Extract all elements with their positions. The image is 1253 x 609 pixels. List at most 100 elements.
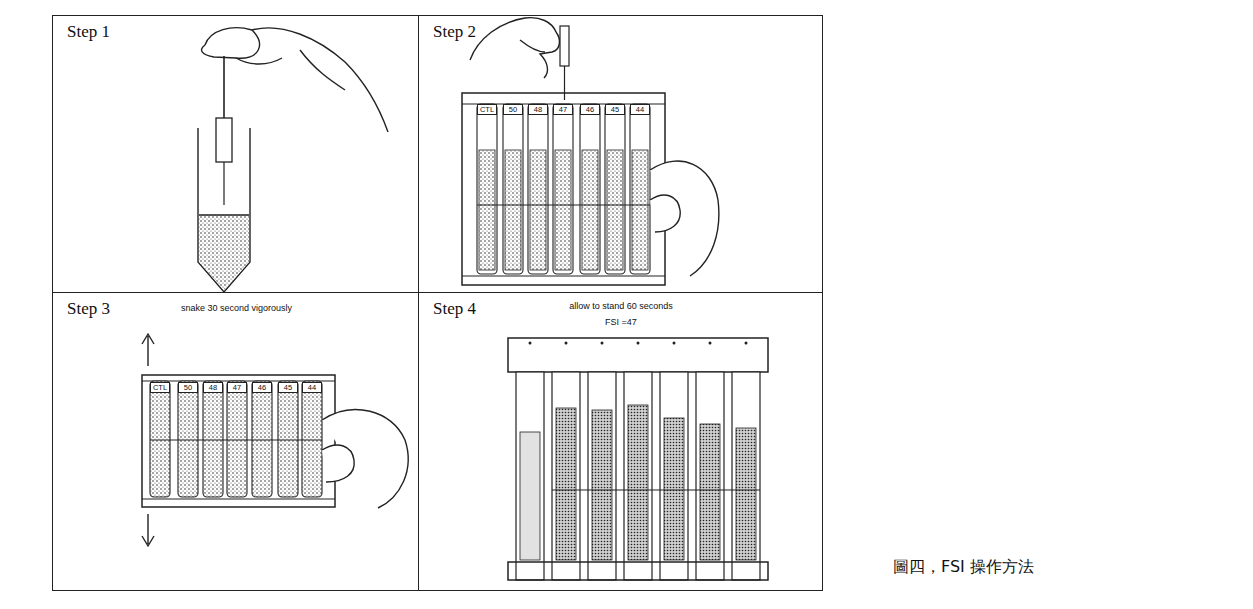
- rack-holes: [529, 342, 748, 345]
- tube: [553, 104, 573, 274]
- tube-label: 45: [605, 104, 625, 115]
- tube-label: 45: [278, 382, 298, 393]
- foam: [556, 408, 576, 560]
- step-note: FSI =47: [521, 317, 721, 327]
- tube-label: 48: [203, 382, 223, 393]
- tube: [630, 104, 650, 274]
- step-heading: Step 4: [433, 299, 476, 319]
- step-panel: Step 1: [52, 15, 419, 293]
- syringe-barrel: [216, 118, 232, 162]
- foam: [592, 410, 612, 560]
- hole: [745, 342, 748, 345]
- liquid-level: [150, 440, 322, 441]
- step-heading: Step 3: [67, 299, 110, 319]
- tube-label: 47: [227, 382, 247, 393]
- tube: [503, 104, 523, 274]
- tube: [227, 381, 247, 497]
- tube-label: 50: [178, 382, 198, 393]
- liquid: [607, 150, 623, 270]
- tube-label: 48: [528, 104, 548, 115]
- tube: [528, 104, 548, 274]
- tube-liquid: [479, 150, 648, 270]
- tube-rack: [142, 375, 335, 507]
- step-panel: Step 2: [418, 15, 823, 293]
- tube-label: 46: [580, 104, 600, 115]
- finger-outline: [202, 30, 260, 58]
- sample-liquid: [199, 215, 249, 290]
- foam: [700, 424, 720, 560]
- step-panel: Step 3 snake 30 second vigorously: [52, 292, 419, 591]
- needle: [564, 66, 565, 100]
- tube: [252, 381, 272, 497]
- shake-arrow: [142, 514, 154, 546]
- hole: [709, 342, 712, 345]
- tube-label: CTL: [477, 104, 497, 115]
- tube-row: [516, 372, 760, 580]
- hand-crease: [300, 50, 345, 90]
- step-note: allow to stand 60 seconds: [521, 301, 721, 311]
- tube-label: 46: [252, 382, 272, 393]
- tube-label: CTL: [150, 382, 170, 393]
- hole: [529, 342, 532, 345]
- liquid: [530, 150, 546, 270]
- holding-hand: [322, 410, 408, 508]
- tube-label: 44: [630, 104, 650, 115]
- tube-rack: [462, 93, 665, 285]
- liquid: [582, 150, 598, 270]
- foam-column: [520, 405, 756, 560]
- tube: [605, 104, 625, 274]
- tube: [552, 372, 580, 580]
- step-panel: Step 4 allow to stand 60 secondsFSI =47: [418, 292, 823, 591]
- tube: [302, 381, 322, 497]
- tube: [588, 372, 616, 580]
- tube: [278, 381, 298, 497]
- step-heading: Step 1: [67, 22, 110, 42]
- liquid: [632, 150, 648, 270]
- tube-label: 50: [503, 104, 523, 115]
- rack-base: [508, 562, 768, 580]
- tube-row: [150, 381, 322, 497]
- liquid: [505, 150, 521, 270]
- hole: [565, 342, 568, 345]
- tube: [696, 372, 724, 580]
- tube-label: 44: [302, 382, 322, 393]
- holding-hand: [202, 28, 388, 132]
- holding-hand: [470, 18, 559, 78]
- hole: [601, 342, 604, 345]
- hand-crease: [520, 40, 545, 52]
- liquid: [479, 150, 495, 270]
- syringe-barrel: [560, 26, 569, 66]
- hand-outline: [205, 28, 388, 132]
- step-heading: Step 2: [433, 22, 476, 42]
- liquid: [555, 150, 571, 270]
- needle: [223, 162, 224, 205]
- figure-caption: 圖四，FSI 操作方法: [893, 557, 1034, 578]
- liquid-surface: [199, 214, 249, 215]
- shake-arrow: [142, 334, 154, 366]
- tube: [178, 381, 198, 497]
- rack-bar: [142, 498, 335, 499]
- step-note: snake 30 second vigorously: [181, 303, 292, 313]
- finger-outline: [236, 58, 282, 64]
- foam: [664, 418, 684, 560]
- hole: [673, 342, 676, 345]
- tube: [624, 372, 652, 580]
- tube: [516, 372, 544, 580]
- control-liquid: [520, 432, 540, 560]
- tube: [150, 381, 170, 497]
- tube: [580, 104, 600, 274]
- finger-outline: [540, 32, 559, 78]
- tube: [477, 104, 497, 274]
- rack-bar: [462, 275, 665, 276]
- tube: [660, 372, 688, 580]
- test-tube: [198, 128, 250, 292]
- liquid-level: [477, 205, 650, 206]
- holding-hand: [650, 161, 719, 276]
- liquid-level: [552, 489, 760, 490]
- tube: [203, 381, 223, 497]
- rack-top: [508, 338, 768, 372]
- tube-row: [477, 104, 650, 274]
- tube: [732, 372, 760, 580]
- tube-label: 47: [553, 104, 573, 115]
- plunger-rod: [223, 56, 225, 118]
